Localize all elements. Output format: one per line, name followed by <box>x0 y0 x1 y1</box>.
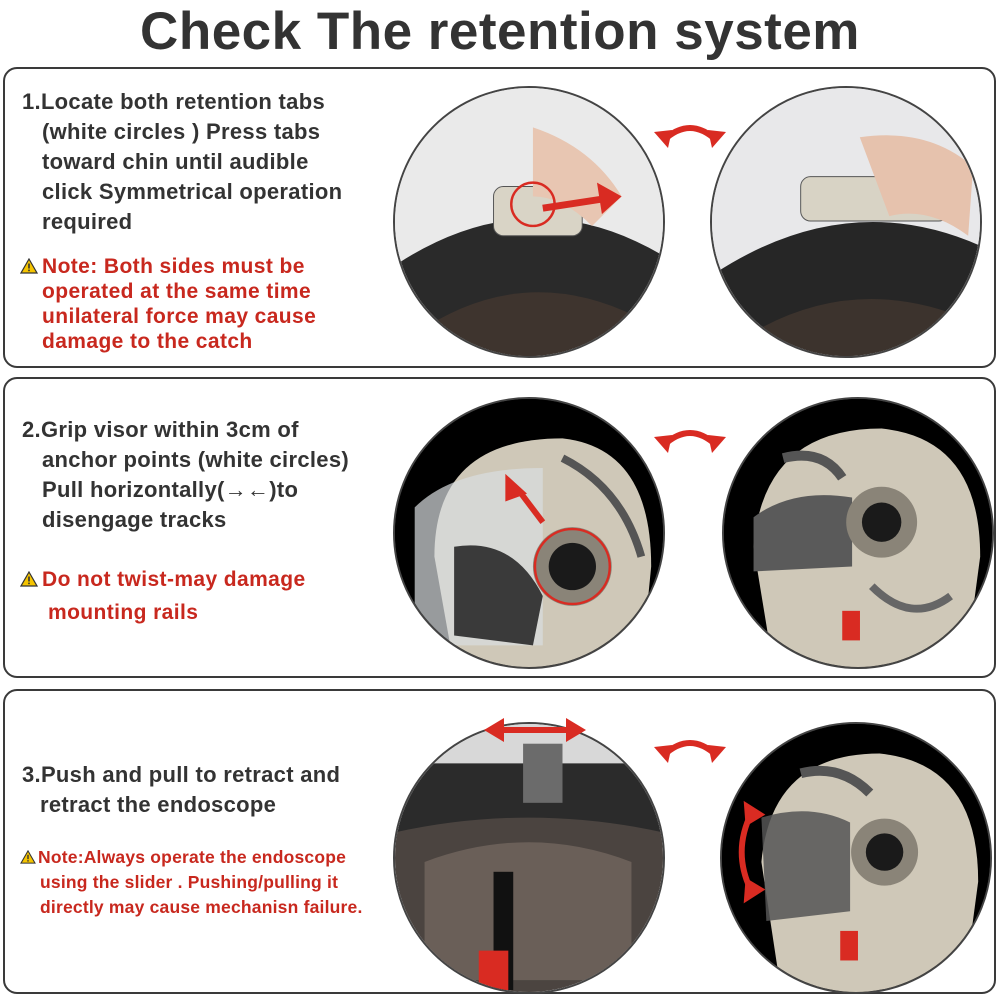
step-1-note-line: unilateral force may cause <box>42 305 317 328</box>
curved-double-arrow-icon <box>650 415 730 455</box>
step-2-line: anchor points (white circles) <box>42 447 349 472</box>
step-1-line: required <box>42 209 133 234</box>
step-1-line: click Symmetrical operation <box>42 179 343 204</box>
step-2-note-line: Do not twist-may damage <box>42 568 306 591</box>
step-2-line: disengage tracks <box>42 507 227 532</box>
step-2-note-line: mounting rails <box>48 601 199 624</box>
step-3-line: 3.Push and pull to retract and <box>22 762 341 787</box>
warning-triangle-icon <box>20 258 38 274</box>
curved-double-arrow-icon <box>650 110 730 150</box>
horizontal-double-arrow-icon <box>480 712 590 748</box>
step-1-line: 1.Locate both retention tabs <box>22 89 325 114</box>
helmet-visor-tab-photo-2 <box>710 86 982 358</box>
step-2-note: Do not twist-may damage mounting rails <box>20 563 306 629</box>
step-1-note-line: operated at the same time <box>42 280 312 303</box>
warning-triangle-icon <box>20 850 36 864</box>
step-1-line: toward chin until audible <box>42 149 309 174</box>
curved-double-arrow-icon <box>650 725 730 765</box>
helmet-visor-pivot-photo-1 <box>393 397 665 669</box>
page-title: Check The retention system <box>140 2 860 61</box>
step-2-line: 2.Grip visor within 3cm of <box>22 417 299 442</box>
helmet-visor-pivot-photo-2 <box>722 397 994 669</box>
step-1-note-line: Note: Both sides must be <box>42 255 305 278</box>
step-1-note: Note: Both sides must be operated at the… <box>20 254 316 354</box>
warning-triangle-icon <box>20 571 38 587</box>
helmet-interior-slider-photo <box>393 722 665 994</box>
step-1-text: 1.Locate both retention tabs (white circ… <box>22 87 342 237</box>
step-2-text: 2.Grip visor within 3cm of anchor points… <box>22 415 349 535</box>
step-3-note-line: using the slider . Pushing/pulling it <box>40 872 339 892</box>
step-3-line: retract the endoscope <box>40 792 277 817</box>
helmet-endoscope-photo <box>720 722 992 994</box>
step-1-line: (white circles ) Press tabs <box>42 119 321 144</box>
step-3-text: 3.Push and pull to retract and retract t… <box>22 760 340 820</box>
step-3-note-line: directly may cause mechanisn failure. <box>40 897 363 917</box>
step-1-note-line: damage to the catch <box>42 330 253 353</box>
step-2-line: Pull horizontally(→←)to <box>42 477 299 502</box>
step-3-note: Note:Always operate the endoscope using … <box>20 845 363 920</box>
helmet-visor-tab-photo-1 <box>393 86 665 358</box>
step-3-note-line: Note:Always operate the endoscope <box>38 847 347 867</box>
